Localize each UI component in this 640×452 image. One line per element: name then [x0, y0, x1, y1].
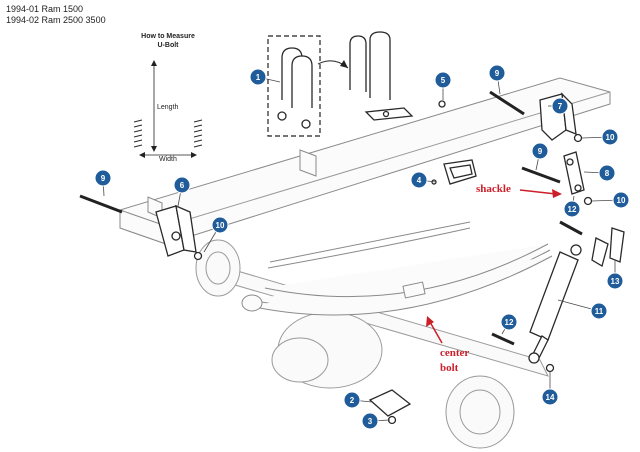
part-number-badge-13[interactable]: 13 [606, 272, 624, 290]
center-bolt-callout-line-1: center [440, 347, 469, 359]
part-number-badge-7[interactable]: 7 [551, 97, 569, 115]
part-number-badge-10[interactable]: 10 [211, 216, 229, 234]
badge-circle [541, 388, 559, 406]
badge-number: 4 [417, 176, 422, 185]
badge-circle [606, 272, 624, 290]
badge-circle [249, 68, 267, 86]
frame-rail [119, 77, 611, 245]
ubolt-guide-title-2: U-Bolt [158, 42, 180, 49]
badge-number: 3 [368, 417, 373, 426]
badge-circle [612, 191, 630, 209]
part-number-badge-12[interactable]: 12 [500, 313, 518, 331]
spring-plate [368, 389, 412, 417]
badge-number: 12 [568, 205, 577, 214]
badge-number: 7 [558, 102, 563, 111]
bump-stop [443, 159, 477, 185]
part-number-badge-2[interactable]: 2 [343, 391, 361, 409]
leaf-spring [241, 221, 553, 316]
badge-circle [94, 169, 112, 187]
badge-number: 10 [216, 221, 225, 230]
shackle-callout: shackle [476, 183, 562, 198]
badge-number: 1 [256, 73, 261, 82]
vehicle-years-line-2: 1994-02 Ram 2500 3500 [6, 15, 106, 25]
shock-absorber [528, 227, 625, 364]
badge-circle [343, 391, 361, 409]
part-number-badge-10[interactable]: 10 [612, 191, 630, 209]
part-number-badge-8[interactable]: 8 [598, 164, 616, 182]
badge-circle [361, 412, 379, 430]
badge-circle [488, 64, 506, 82]
part-number-badge-12[interactable]: 12 [563, 200, 581, 218]
part-number-badge-5[interactable]: 5 [434, 71, 452, 89]
shackle-part [563, 151, 585, 195]
ubolt-guide-title-1: How to Measure [141, 33, 195, 40]
badge-number: 12 [505, 318, 514, 327]
ubolt-kit [267, 31, 414, 137]
part-number-badge-6[interactable]: 6 [173, 176, 191, 194]
badge-number: 6 [180, 181, 185, 190]
badge-circle [601, 128, 619, 146]
badge-number: 10 [617, 196, 626, 205]
badge-number: 8 [605, 169, 610, 178]
badge-circle [590, 302, 608, 320]
part-number-badge-9[interactable]: 9 [531, 142, 549, 160]
badge-number: 14 [546, 393, 555, 402]
ubolt-measure-guide: How to Measure U-Bolt Length Width [133, 33, 203, 163]
badge-number: 9 [495, 69, 500, 78]
part-number-badge-9[interactable]: 9 [488, 64, 506, 82]
badge-number: 11 [595, 307, 604, 316]
part-number-badge-11[interactable]: 11 [590, 302, 608, 320]
part-number-badge-10[interactable]: 10 [601, 128, 619, 146]
badge-circle [211, 216, 229, 234]
center-bolt-callout-line-2: bolt [440, 362, 459, 374]
vehicle-years-line-1: 1994-01 Ram 1500 [6, 4, 84, 14]
ubolt-width-label: Width [159, 156, 177, 163]
shackle-callout-text: shackle [476, 183, 511, 195]
badge-circle [434, 71, 452, 89]
ubolt-length-label: Length [157, 104, 179, 111]
badge-number: 5 [441, 76, 446, 85]
front-hanger-bracket [155, 204, 197, 257]
part-number-badge-9[interactable]: 9 [94, 169, 112, 187]
part-number-badge-4[interactable]: 4 [410, 171, 428, 189]
badge-number: 13 [611, 277, 620, 286]
bolts [79, 90, 583, 346]
badge-circle [551, 97, 569, 115]
badge-circle [563, 200, 581, 218]
badge-circle [500, 313, 518, 331]
nuts [193, 100, 593, 425]
badge-circle [410, 171, 428, 189]
part-number-badge-3[interactable]: 3 [361, 412, 379, 430]
part-number-badge-14[interactable]: 14 [541, 388, 559, 406]
badge-number: 9 [101, 174, 106, 183]
badge-circle [598, 164, 616, 182]
badge-number: 10 [606, 133, 615, 142]
badge-number: 9 [538, 147, 543, 156]
badge-circle [531, 142, 549, 160]
badge-circle [173, 176, 191, 194]
center-bolt-callout: center bolt [426, 316, 469, 374]
part-number-badge-1[interactable]: 1 [249, 68, 267, 86]
badge-number: 2 [350, 396, 355, 405]
